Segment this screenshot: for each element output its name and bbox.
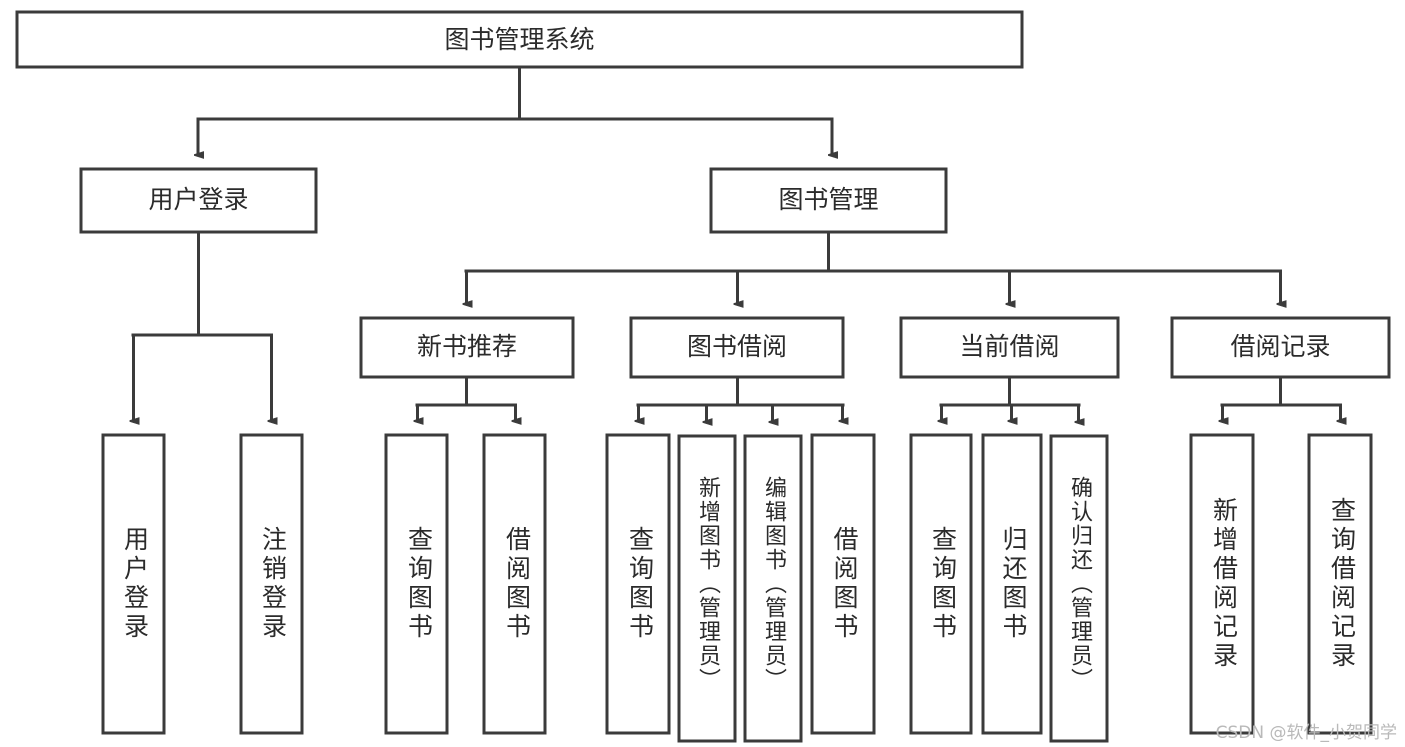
node-borrow-records[interactable]: 借阅记录 [1170,316,1391,379]
leaf-add-book-admin-box[interactable] [677,434,737,743]
leaf-query-borrow-record-label: 查询借阅记录 [1328,497,1357,671]
leaf-user-login[interactable]: 用户登录 [101,433,166,735]
node-root-label: 图书管理系统 [444,25,594,54]
leaf-confirm-return-admin-box[interactable] [1049,434,1109,743]
leaf-borrow-books-newbook-label: 借阅图书 [503,526,532,642]
leaf-borrow-books-borrow-box[interactable] [810,433,876,735]
node-user-login-box[interactable] [79,167,318,234]
leaf-borrow-books-newbook-box[interactable] [482,433,547,735]
leaf-query-books-borrow[interactable]: 查询图书 [605,433,671,735]
node-current-borrow-label: 当前借阅 [959,332,1059,361]
csdn-watermark: CSDN @软件_小贺同学 [1215,723,1397,743]
node-book-management-box[interactable] [709,167,948,234]
connector-group [133,65,1341,422]
leaf-borrow-books-borrow[interactable]: 借阅图书 [810,433,876,735]
node-new-book-recommend-box[interactable] [359,316,575,379]
leaf-query-books-newbook-label: 查询图书 [405,526,434,642]
node-borrow-records-box[interactable] [1170,316,1391,379]
node-current-borrow[interactable]: 当前借阅 [899,316,1120,379]
leaf-query-books-current-label: 查询图书 [929,526,958,642]
leaf-edit-book-admin[interactable]: 编辑图书（管理员） [743,434,803,743]
node-book-borrow-label: 图书借阅 [687,332,787,361]
leaf-add-book-admin[interactable]: 新增图书（管理员） [677,434,737,743]
node-book-management[interactable]: 图书管理 [709,167,948,234]
leaf-query-books-borrow-box[interactable] [605,433,671,735]
leaf-user-login-label: 用户登录 [121,526,150,642]
node-user-login-label: 用户登录 [148,185,248,214]
node-book-borrow[interactable]: 图书借阅 [629,316,845,379]
leaf-add-borrow-record-box[interactable] [1189,433,1255,735]
leaf-borrow-books-newbook[interactable]: 借阅图书 [482,433,547,735]
leaf-logout[interactable]: 注销登录 [239,433,304,735]
node-new-book-recommend-label: 新书推荐 [417,332,517,361]
node-root-box[interactable] [15,10,1024,69]
node-root[interactable]: 图书管理系统 [15,10,1024,69]
leaf-confirm-return-admin[interactable]: 确认归还（管理员） [1049,434,1109,743]
leaf-query-borrow-record-box[interactable] [1307,433,1373,735]
leaf-query-books-newbook[interactable]: 查询图书 [384,433,449,735]
leaf-query-books-newbook-box[interactable] [384,433,449,735]
leaf-user-login-box[interactable] [101,433,166,735]
leaf-add-borrow-record-label: 新增借阅记录 [1210,497,1239,671]
leaf-query-books-current-box[interactable] [909,433,973,735]
leaf-return-books-label: 归还图书 [999,526,1028,642]
leaf-return-books[interactable]: 归还图书 [981,433,1043,735]
leaf-edit-book-admin-box[interactable] [743,434,803,743]
leaf-return-books-box[interactable] [981,433,1043,735]
node-new-book-recommend[interactable]: 新书推荐 [359,316,575,379]
leaf-add-borrow-record[interactable]: 新增借阅记录 [1189,433,1255,735]
node-borrow-records-label: 借阅记录 [1230,332,1330,361]
node-user-login[interactable]: 用户登录 [79,167,318,234]
node-book-borrow-box[interactable] [629,316,845,379]
leaf-edit-book-admin-label: 编辑图书（管理员） [761,476,787,692]
leaf-add-book-admin-label: 新增图书（管理员） [695,476,721,692]
node-current-borrow-box[interactable] [899,316,1120,379]
leaf-query-books-current[interactable]: 查询图书 [909,433,973,735]
leaf-logout-label: 注销登录 [259,526,288,642]
leaf-borrow-books-borrow-label: 借阅图书 [830,526,859,642]
leaf-logout-box[interactable] [239,433,304,735]
leaf-query-books-borrow-label: 查询图书 [626,526,655,642]
leaf-confirm-return-admin-label: 确认归还（管理员） [1067,476,1093,692]
node-book-management-label: 图书管理 [778,185,878,214]
leaf-query-borrow-record[interactable]: 查询借阅记录 [1307,433,1373,735]
